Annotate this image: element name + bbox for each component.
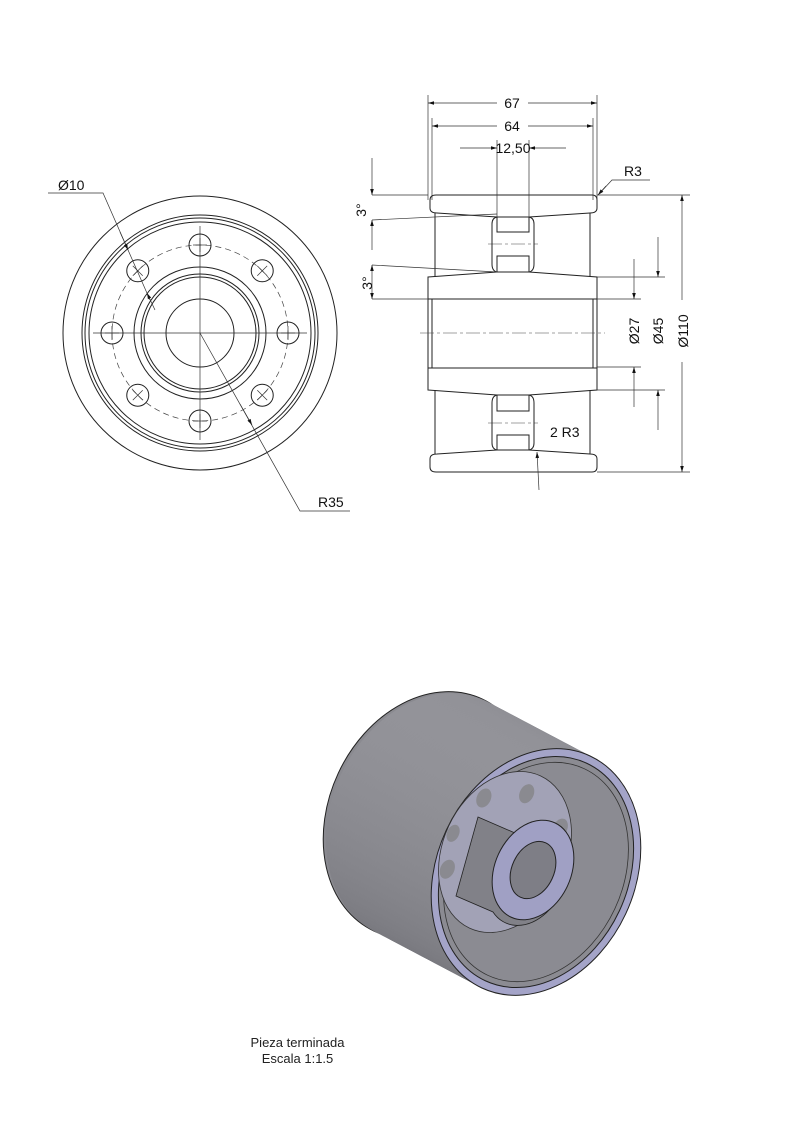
- bolt-hole: [126, 383, 150, 407]
- section-view: 67 64 12,50 R3 Ø110 Ø45 Ø27: [353, 95, 691, 491]
- bolt-hole: [188, 233, 212, 257]
- dim-hub-diameter: Ø45: [650, 318, 666, 345]
- dim-overall-width: 67: [504, 95, 520, 111]
- dim-angle-top: 3°: [353, 203, 369, 216]
- dim-angle-bottom: 3°: [359, 276, 375, 289]
- caption-title: Pieza terminada: [250, 1035, 345, 1050]
- dim-web-width: 12,50: [495, 140, 530, 156]
- dim-bore-diameter: Ø27: [626, 318, 642, 345]
- bolt-hole: [188, 409, 212, 433]
- bolt-holes: [100, 233, 300, 433]
- bolt-hole: [250, 259, 274, 283]
- dim-outer-diameter: Ø110: [675, 314, 691, 347]
- dim-edge-radius: R3: [624, 163, 642, 179]
- bolt-hole: [126, 259, 150, 283]
- bore: [509, 840, 557, 900]
- caption-scale: Escala 1:1.5: [261, 1051, 334, 1066]
- isometric-view: [322, 691, 642, 996]
- bolt-hole: [250, 383, 274, 407]
- dim-inner-width: 64: [504, 118, 520, 134]
- hole-diameter-label: Ø10: [58, 177, 85, 193]
- bolt-hole: [276, 321, 300, 345]
- bolt-hole: [100, 321, 124, 345]
- front-view: Ø10 R35: [48, 177, 350, 512]
- bolt-radius-label: R35: [318, 494, 344, 510]
- dim-fillet-radius: 2 R3: [550, 424, 580, 440]
